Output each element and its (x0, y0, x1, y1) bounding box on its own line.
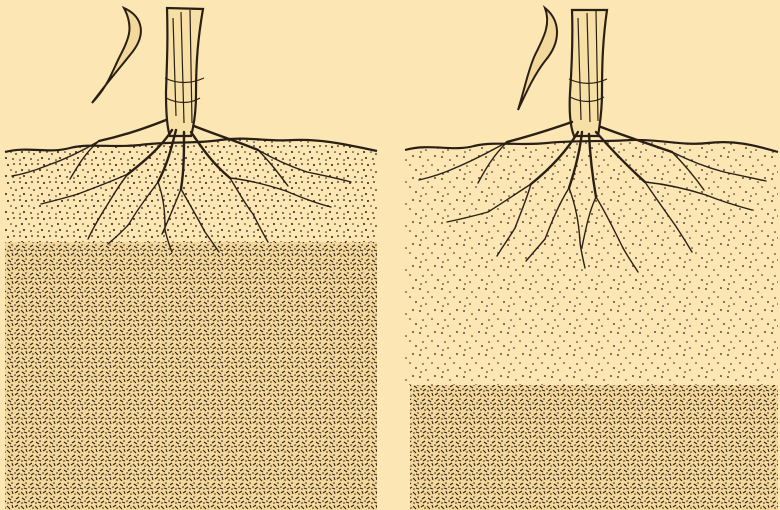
left-subsoil-illustration (5, 242, 377, 510)
right-topsoil-illustration (405, 140, 778, 385)
right-subsoil-illustration (410, 385, 778, 510)
right-stem-illustration (569, 10, 607, 136)
left-panel (0, 0, 390, 510)
right-panel (390, 0, 780, 510)
left-topsoil-illustration (5, 139, 377, 242)
